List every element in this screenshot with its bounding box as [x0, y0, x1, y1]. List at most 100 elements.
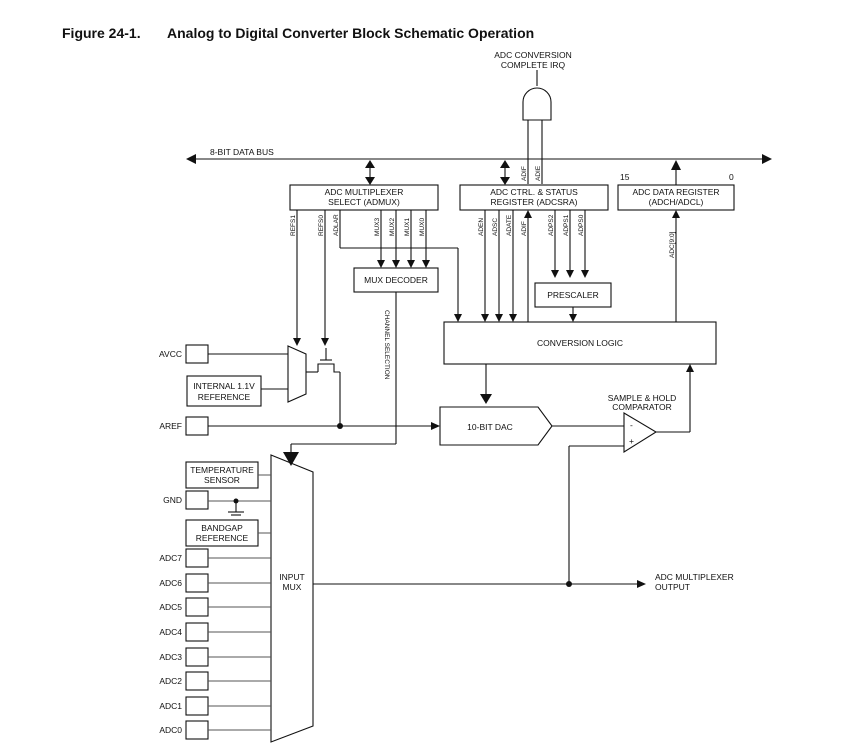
input-mux	[270, 454, 314, 743]
bit-adlar: ADLAR	[333, 214, 340, 236]
bit-mux3: MUX3	[374, 218, 381, 236]
and-gate-icon	[522, 87, 552, 121]
adc3-label: ADC3	[159, 652, 182, 662]
data-register-bus-arrow	[671, 160, 681, 170]
prescaler-label: PRESCALER	[547, 290, 599, 300]
data-bus-label: 8-BIT DATA BUS	[210, 147, 274, 157]
adc-data-register-line1: ADC DATA REGISTER	[632, 187, 719, 197]
bit-adps0: ADPS0	[578, 214, 585, 236]
comparator-minus: -	[630, 420, 633, 430]
bandgap-reference	[185, 519, 259, 547]
gnd-label: GND	[163, 495, 182, 505]
sample-hold-line1: SAMPLE & HOLD	[608, 393, 677, 403]
adc5-pin	[185, 597, 209, 617]
gate-bit-adie: ADIE	[535, 165, 542, 181]
adc-data-bits-label: ADC[9:0]	[669, 231, 676, 258]
bit-refs1: REFS1	[290, 215, 297, 236]
dac-10bit	[439, 406, 553, 446]
data-bus-right-arrow	[762, 154, 772, 164]
bit-adate: ADATE	[506, 214, 513, 236]
prescaler	[534, 282, 612, 308]
bit-0-label: 0	[729, 172, 734, 182]
logic-to-dac-arrow	[480, 394, 492, 404]
bit-mux0: MUX0	[419, 218, 426, 236]
adc-data-register	[617, 184, 735, 211]
aref-pin	[185, 416, 209, 436]
adc1-label: ADC1	[159, 701, 182, 711]
data-bus-left-arrow	[186, 154, 196, 164]
adc1-pin	[185, 696, 209, 716]
adc3-pin	[185, 647, 209, 667]
bit-adif: ADIF	[521, 221, 528, 236]
admux-register	[289, 184, 439, 211]
internal-ref-line1: INTERNAL 1.1V	[193, 381, 255, 391]
avcc-label: AVCC	[159, 349, 182, 359]
adc6-label: ADC6	[159, 578, 182, 588]
mux-output-line2: OUTPUT	[655, 582, 690, 592]
adc7-label: ADC7	[159, 553, 182, 563]
figure-title: Analog to Digital Converter Block Schema…	[167, 25, 534, 41]
bandgap-line2: REFERENCE	[196, 533, 249, 543]
gate-bit-adif: ADIF	[521, 166, 528, 181]
admux-label-line2: SELECT (ADMUX)	[328, 197, 400, 207]
figure-number: Figure 24-1.	[62, 25, 141, 41]
admux-bus-arrow-up	[365, 160, 375, 168]
adcsra-bit-lines	[481, 210, 589, 322]
adcsra-label-line1: ADC CTRL. & STATUS	[490, 187, 578, 197]
gnd-pin	[185, 490, 209, 510]
adc6-pin	[185, 573, 209, 593]
adcsra-bus-arrow-down	[500, 177, 510, 185]
avcc-pin	[185, 344, 209, 364]
temperature-sensor-line1: TEMPERATURE	[190, 465, 254, 475]
adc4-label: ADC4	[159, 627, 182, 637]
comparator-plus: +	[629, 436, 634, 446]
bit-adps2: ADPS2	[548, 214, 555, 236]
adcsra-register	[459, 184, 609, 211]
mux-decoder	[353, 267, 439, 293]
sample-hold-line2: COMPARATOR	[612, 402, 672, 412]
adc0-pin	[185, 720, 209, 740]
admux-bit-lines	[293, 210, 462, 346]
bit-refs0: REFS0	[318, 215, 325, 236]
bit-adps1: ADPS1	[563, 214, 570, 236]
aref-label: AREF	[159, 421, 182, 431]
bandgap-line1: BANDGAP	[201, 523, 243, 533]
adc4-pin	[185, 622, 209, 642]
channel-selection-label: CHANNEL SELECTION	[383, 310, 390, 380]
reference-switch	[317, 363, 340, 373]
temperature-sensor-line2: SENSOR	[204, 475, 240, 485]
adc7-pin	[185, 548, 209, 568]
temperature-sensor	[185, 461, 259, 489]
adc2-pin	[185, 671, 209, 691]
bit-mux2: MUX2	[389, 218, 396, 236]
adcsra-bus-arrow-up	[500, 160, 510, 168]
bit-15-label: 15	[620, 172, 630, 182]
internal-reference	[186, 375, 262, 407]
mux-decoder-label: MUX DECODER	[364, 275, 428, 285]
adc-pin-group	[185, 548, 271, 740]
reference-mux	[287, 345, 307, 403]
admux-label-line1: ADC MULTIPLEXER	[325, 187, 404, 197]
bit-adsc: ADSC	[492, 218, 499, 236]
conversion-logic-label: CONVERSION LOGIC	[537, 338, 623, 348]
input-mux-line1: INPUT	[279, 572, 305, 582]
conversion-logic	[443, 321, 717, 365]
aref-junction	[337, 423, 343, 429]
bit-aden: ADEN	[478, 218, 485, 236]
internal-ref-line2: REFERENCE	[198, 392, 251, 402]
sample-hold-comparator	[623, 412, 658, 453]
adc2-label: ADC2	[159, 676, 182, 686]
mux-output-junction	[566, 581, 572, 587]
adc0-label: ADC0	[159, 725, 182, 735]
irq-label-line2: COMPLETE IRQ	[501, 60, 566, 70]
adc-data-register-line2: (ADCH/ADCL)	[649, 197, 704, 207]
mux-output-line1: ADC MULTIPLEXER	[655, 572, 734, 582]
adcsra-label-line2: REGISTER (ADCSRA)	[491, 197, 578, 207]
bit-mux1: MUX1	[404, 218, 411, 236]
irq-label-line1: ADC CONVERSION	[494, 50, 571, 60]
channel-select-arrow	[283, 452, 299, 466]
dac-label: 10-BIT DAC	[467, 422, 513, 432]
input-mux-line2: MUX	[283, 582, 302, 592]
adc5-label: ADC5	[159, 602, 182, 612]
